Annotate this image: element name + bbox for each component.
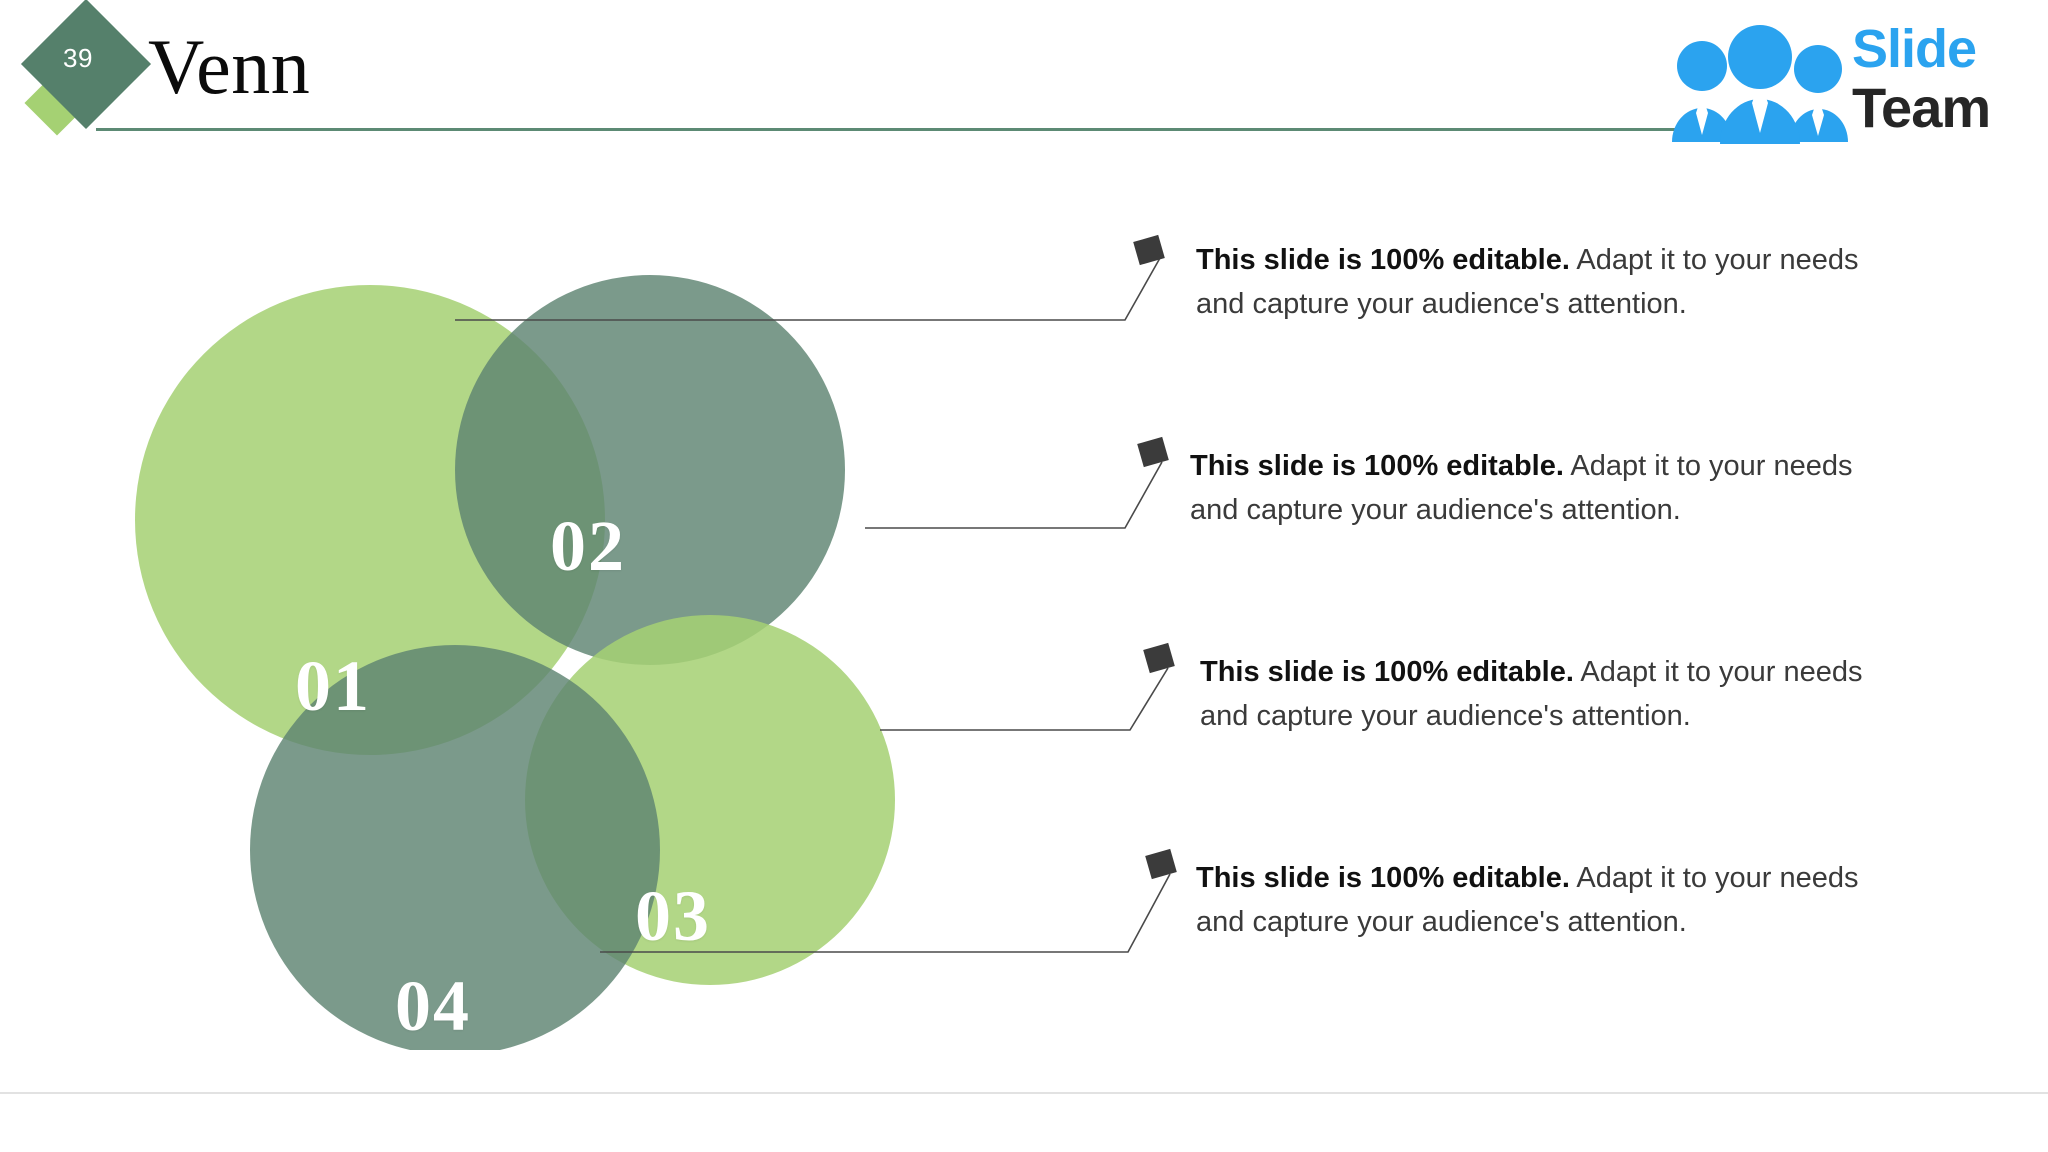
slide-header: 39 Venn Slide Team xyxy=(0,0,2048,150)
header-divider xyxy=(96,128,1730,131)
item-lead-2: This slide is 100% editable. xyxy=(1190,450,1564,482)
content-item-2: This slide is 100% editable. Adapt it to… xyxy=(1190,444,1890,532)
item-body-2: Adapt it to your needs and capture your … xyxy=(1190,450,1853,527)
logo-wordmark: Slide Team xyxy=(1852,22,2032,150)
venn-label-03: 03 xyxy=(635,876,711,956)
footer-divider xyxy=(0,1092,2048,1094)
item-body-4: Adapt it to your needs and capture your … xyxy=(1196,862,1859,939)
page-title: Venn xyxy=(148,23,311,110)
item-body-3: Adapt it to your needs and capture your … xyxy=(1200,656,1863,733)
venn-diagram: 01 02 03 04 xyxy=(110,230,1030,1050)
venn-label-02: 02 xyxy=(550,506,626,586)
item-lead-4: This slide is 100% editable. xyxy=(1196,862,1570,894)
item-lead-1: This slide is 100% editable. xyxy=(1196,244,1570,276)
item-lead-3: This slide is 100% editable. xyxy=(1200,656,1574,688)
logo-team-text: Team xyxy=(1852,76,1991,139)
leader-marker-icon-1 xyxy=(1133,234,1165,266)
content-item-1: This slide is 100% editable. Adapt it to… xyxy=(1196,238,1896,326)
slideteam-logo[interactable]: Slide Team xyxy=(1666,14,2026,154)
venn-label-01: 01 xyxy=(295,646,371,726)
venn-label-04: 04 xyxy=(395,966,471,1046)
leader-marker-icon-4 xyxy=(1145,848,1177,880)
venn-circle-02 xyxy=(455,275,845,665)
content-item-3: This slide is 100% editable. Adapt it to… xyxy=(1200,650,1900,738)
leader-marker-icon-2 xyxy=(1137,436,1169,468)
item-body-1: Adapt it to your needs and capture your … xyxy=(1196,244,1859,321)
page-number: 39 xyxy=(63,42,93,73)
logo-slide-text: Slide xyxy=(1852,19,1977,79)
content-item-4: This slide is 100% editable. Adapt it to… xyxy=(1196,856,1896,944)
venn-circle-04 xyxy=(250,645,660,1050)
three-people-icon xyxy=(1672,25,1848,144)
leader-marker-icon-3 xyxy=(1143,642,1175,674)
venn-circles xyxy=(135,275,895,1050)
page-number-badge: 39 xyxy=(18,0,152,138)
